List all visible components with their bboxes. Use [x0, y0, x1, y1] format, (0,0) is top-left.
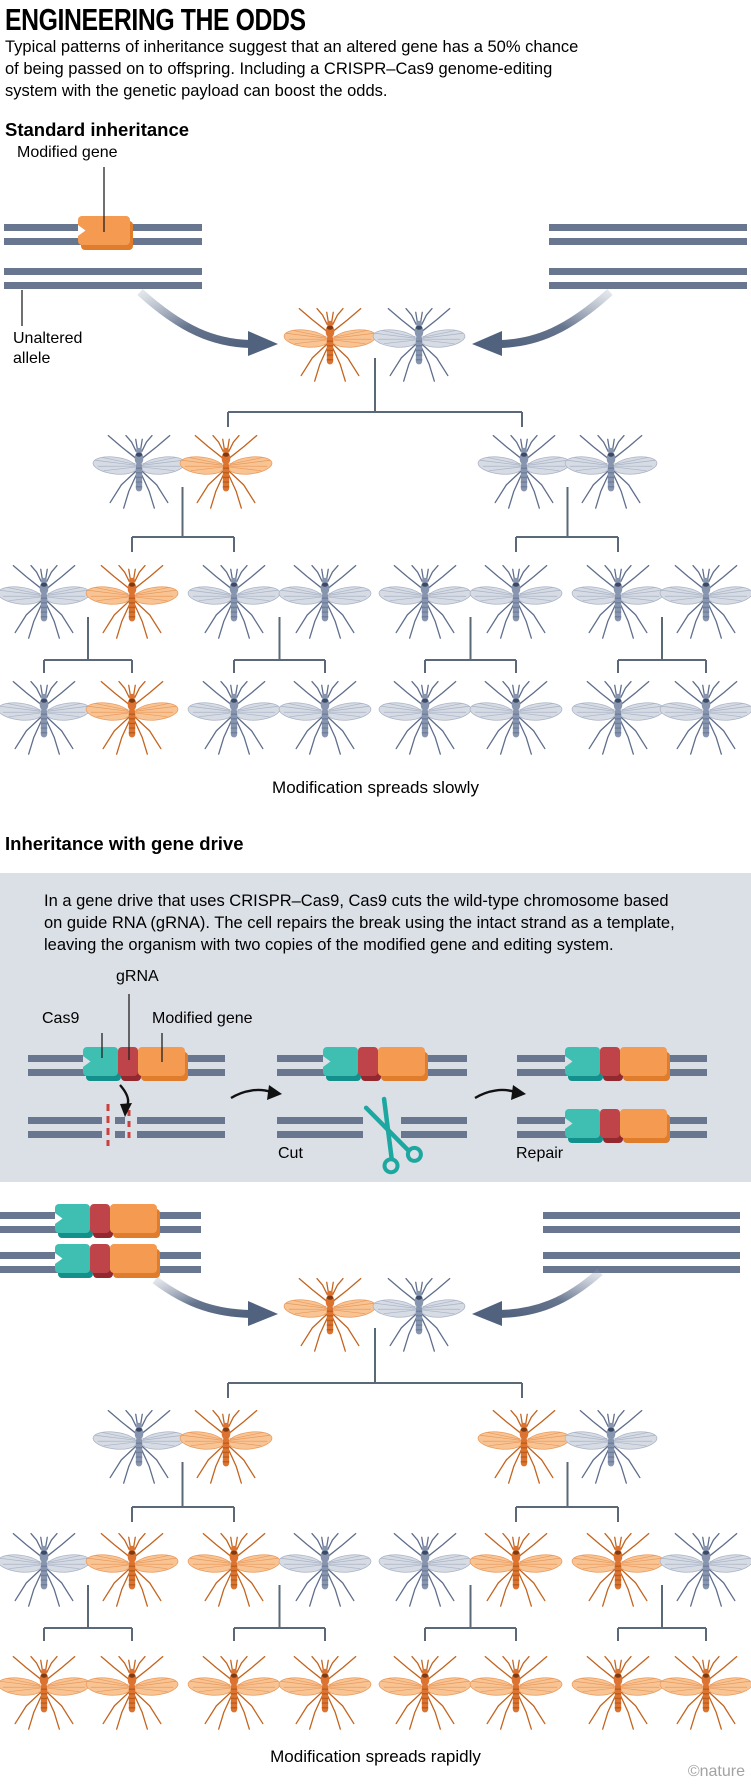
mosquito-wild [378, 1533, 472, 1607]
mosquito-wild [372, 308, 466, 382]
mosquito-wild [469, 565, 563, 639]
mosquito-wild [0, 681, 91, 755]
parent-arrow-left [137, 289, 278, 356]
label-unaltered-allele: Unaltered allele [13, 330, 83, 367]
caption-gene-drive: Modification spreads rapidly [270, 1747, 481, 1766]
mosquito-wild [92, 1410, 186, 1484]
mosquito-wild [372, 1278, 466, 1352]
mosquito-modified [659, 1656, 751, 1730]
mosquito-wild [278, 565, 372, 639]
parent-arrow-right [472, 289, 613, 356]
mosquito-wild [469, 681, 563, 755]
mosquito-wild [0, 1533, 91, 1607]
heading-standard-inheritance: Standard inheritance [5, 119, 190, 140]
mosquito-wild [187, 681, 281, 755]
label-repair: Repair [516, 1145, 564, 1162]
mosquito-modified [469, 1533, 563, 1607]
mosquito-modified [283, 308, 377, 382]
mosquito-modified [477, 1410, 571, 1484]
mosquito-modified [187, 1656, 281, 1730]
mosquito-wild [659, 565, 751, 639]
mosquito-modified [0, 1656, 91, 1730]
scissors-icon [363, 1096, 423, 1175]
label-cas9: Cas9 [42, 1010, 80, 1027]
mosquito-modified [278, 1656, 372, 1730]
mosquito-modified [179, 435, 273, 509]
mosquito-wild [564, 435, 658, 509]
mosquito-modified [469, 1656, 563, 1730]
mosquito-modified [179, 1410, 273, 1484]
mosquito-wild [187, 565, 281, 639]
mosquito-wild [0, 565, 91, 639]
parent-arrow-left-drive [152, 1276, 278, 1326]
mosquito-wild [92, 435, 186, 509]
mosquito-wild [659, 681, 751, 755]
mosquito-modified [85, 1533, 179, 1607]
page-title: ENGINEERING THE ODDS [5, 2, 306, 37]
mosquito-wild [659, 1533, 751, 1607]
mosquito-wild [571, 565, 665, 639]
label-cut: Cut [278, 1145, 303, 1162]
mosquito-modified [187, 1533, 281, 1607]
intro-text: Typical patterns of inheritance suggest … [5, 38, 579, 100]
mosquito-modified [378, 1656, 472, 1730]
mosquito-modified [283, 1278, 377, 1352]
mosquito-wild [278, 681, 372, 755]
nature-credit: ©nature [687, 1763, 745, 1780]
label-modified-gene: Modified gene [17, 144, 118, 161]
mosquito-modified [85, 1656, 179, 1730]
heading-gene-drive: Inheritance with gene drive [5, 833, 244, 854]
mosquito-modified [571, 1533, 665, 1607]
mosquito-modified [85, 565, 179, 639]
label-grna: gRNA [116, 968, 159, 985]
caption-standard: Modification spreads slowly [272, 778, 479, 797]
mosquito-wild [564, 1410, 658, 1484]
mosquito-wild [278, 1533, 372, 1607]
mosquito-wild [571, 681, 665, 755]
panel-description: In a gene drive that uses CRISPR–Cas9, C… [44, 892, 675, 954]
mosquito-modified [571, 1656, 665, 1730]
mosquito-wild [378, 565, 472, 639]
mosquito-modified [85, 681, 179, 755]
mosquito-wild [477, 435, 571, 509]
label-modified-gene-drive: Modified gene [152, 1010, 253, 1027]
mosquito-wild [378, 681, 472, 755]
parent-arrow-right-drive [472, 1269, 603, 1326]
